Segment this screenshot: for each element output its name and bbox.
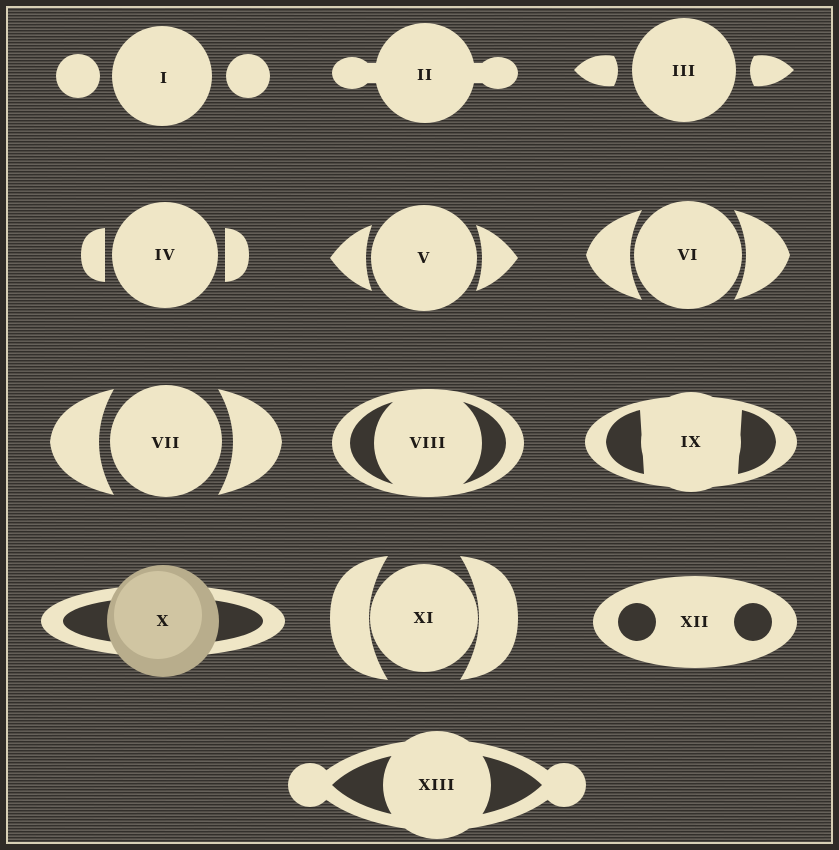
figure-xii: XII: [592, 574, 798, 670]
figure-v: V: [328, 205, 520, 311]
figure-iii: III: [570, 18, 798, 123]
figure-vii-label: VII: [48, 434, 284, 452]
figure-vi: VI: [584, 200, 792, 310]
figure-xi: XI: [326, 552, 522, 684]
figure-ii: II: [330, 25, 520, 125]
figure-vii: VII: [48, 385, 284, 500]
figure-x: X: [40, 565, 286, 677]
figure-ii-label: II: [330, 66, 520, 84]
figure-iv-label: IV: [75, 246, 255, 264]
figure-xi-label: XI: [326, 609, 522, 627]
figure-viii: VIII: [330, 388, 526, 498]
figure-i: I: [50, 28, 278, 128]
figure-xiii-label: XIII: [286, 776, 588, 794]
figure-iii-label: III: [570, 62, 798, 80]
figure-ix-label: IX: [584, 433, 798, 451]
figure-vi-label: VI: [584, 246, 792, 264]
figure-i-label: I: [50, 69, 278, 87]
figure-xiii: XIII: [286, 730, 588, 840]
figure-x-label: X: [40, 612, 286, 630]
figure-ix: IX: [584, 392, 798, 492]
figure-viii-label: VIII: [330, 434, 526, 452]
figure-iv: IV: [75, 202, 255, 308]
figure-xii-label: XII: [592, 613, 798, 631]
figure-v-label: V: [328, 249, 520, 267]
